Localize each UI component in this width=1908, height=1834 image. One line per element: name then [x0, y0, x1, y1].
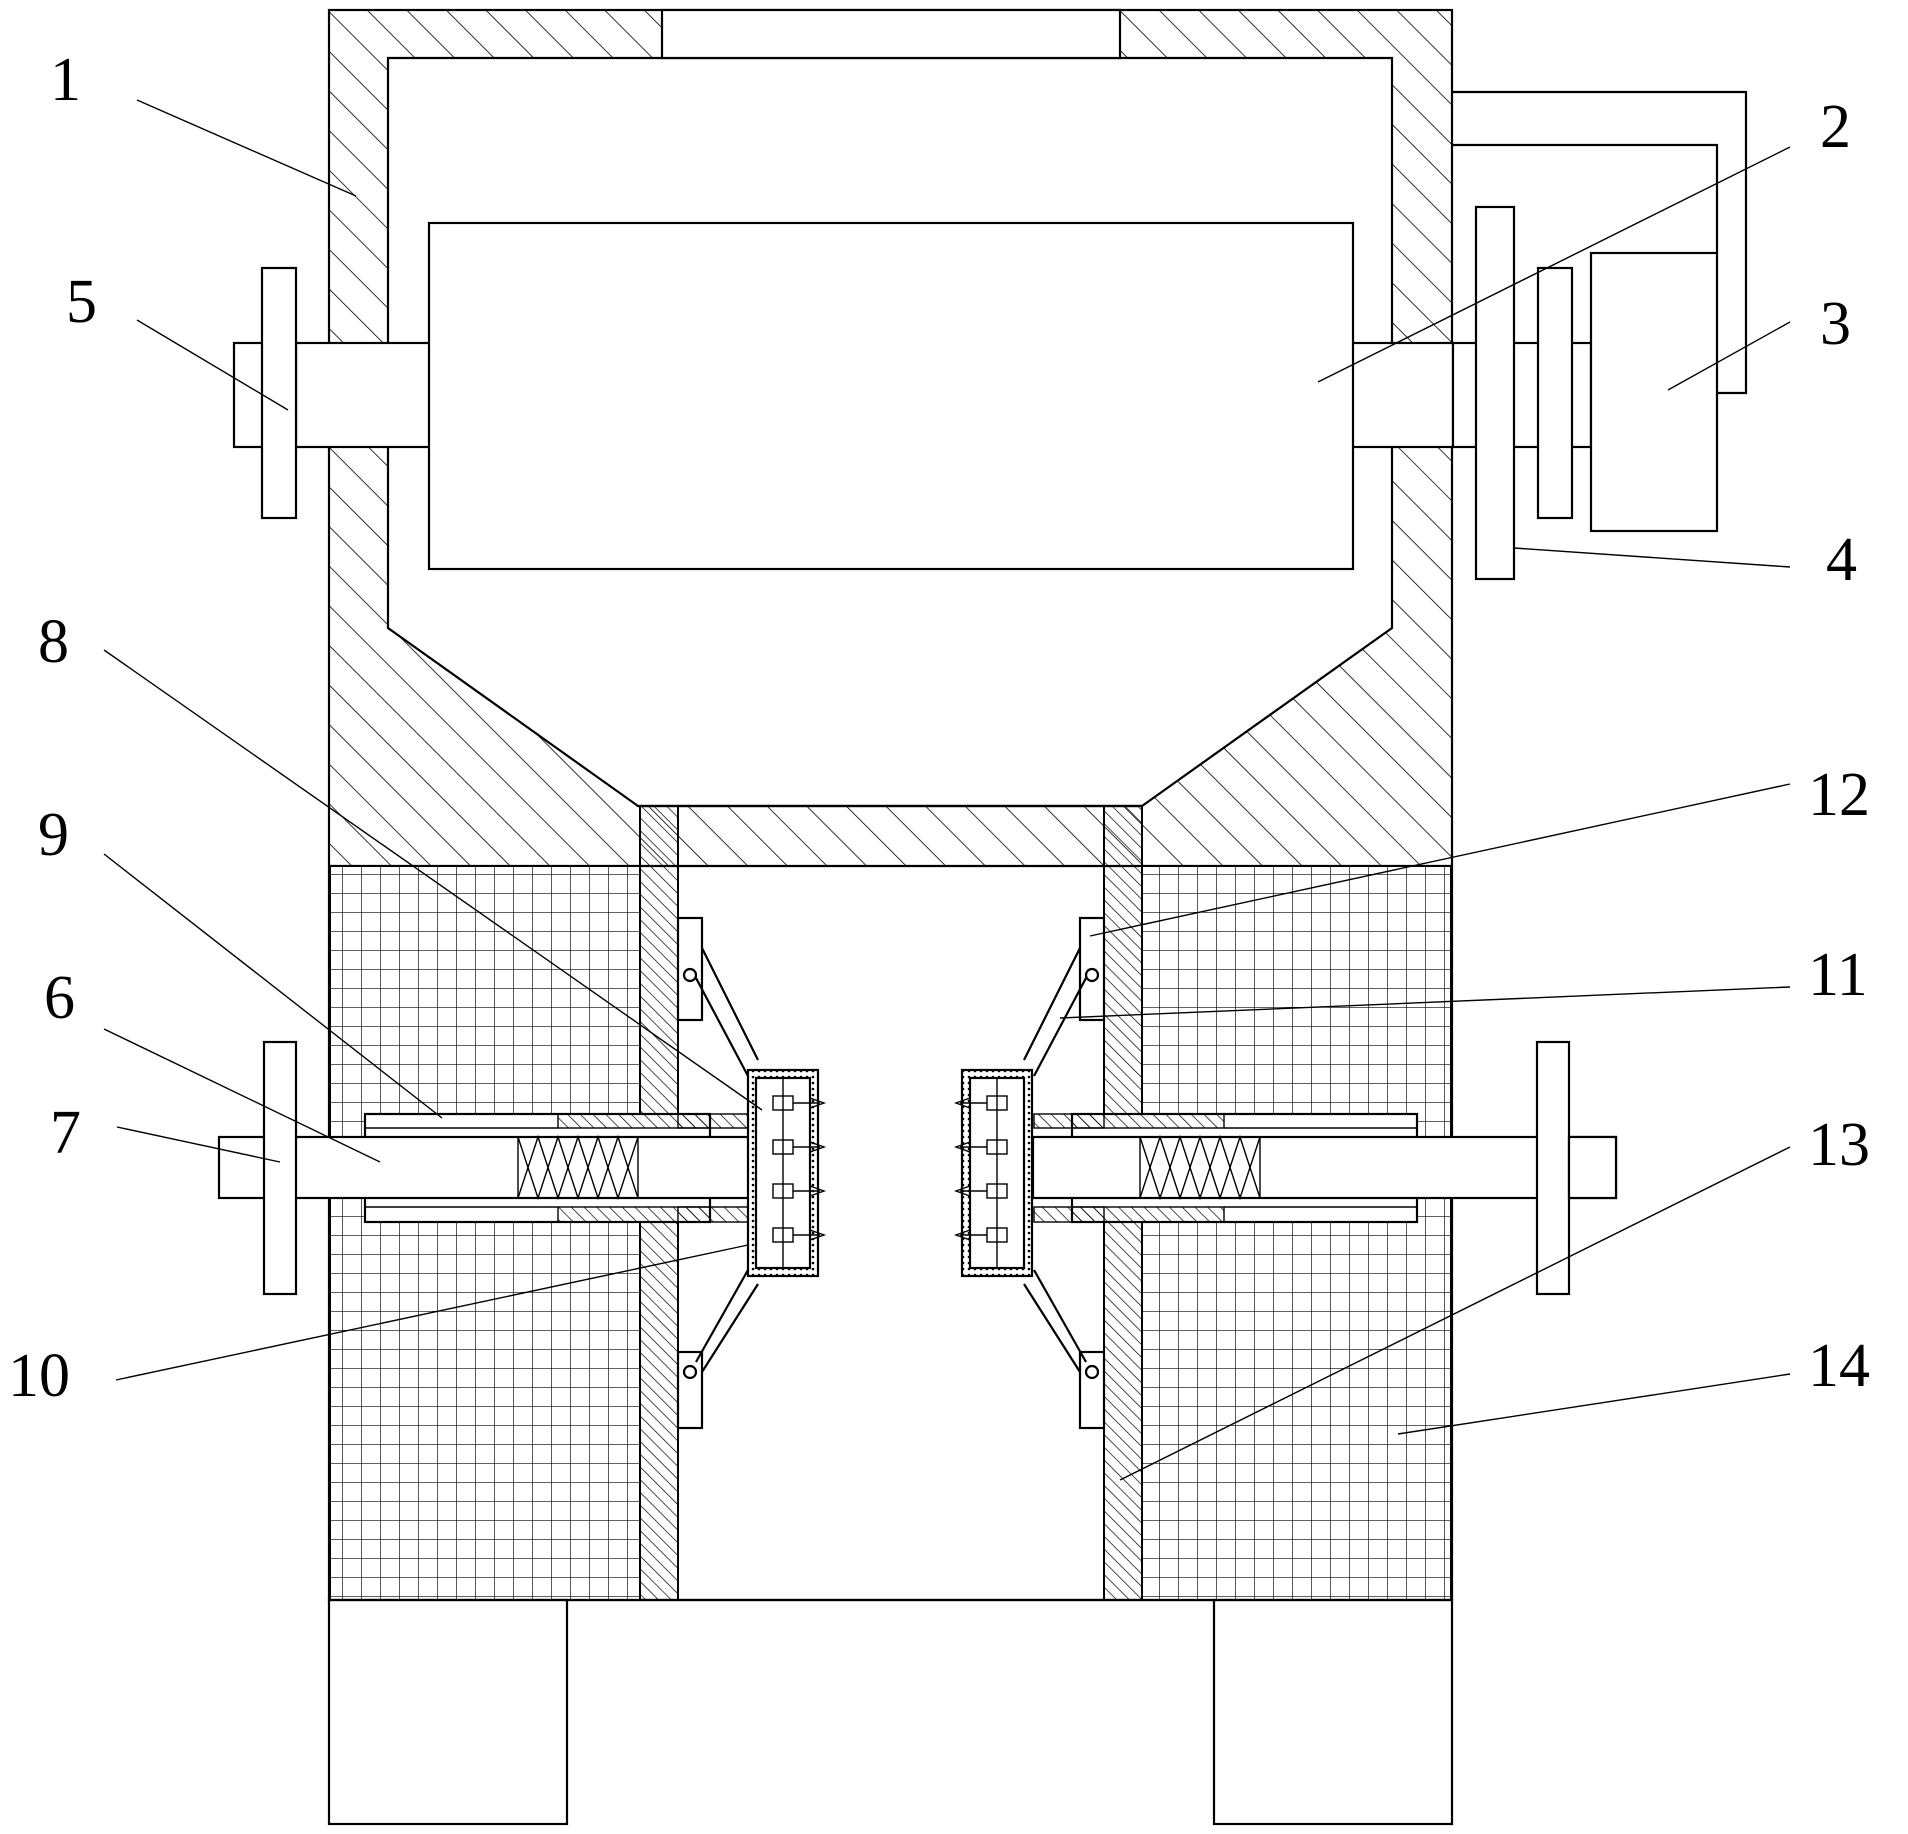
label-9: 9: [38, 801, 69, 869]
label-1: 1: [50, 46, 81, 114]
label-8: 8: [38, 608, 69, 676]
label-13: 13: [1808, 1111, 1870, 1179]
label-11: 11: [1808, 941, 1868, 1009]
label-3: 3: [1820, 290, 1851, 358]
label-12: 12: [1808, 761, 1870, 829]
label-10: 10: [8, 1342, 70, 1410]
label-6: 6: [44, 964, 75, 1032]
roller-assembly: [234, 92, 1746, 579]
insulation-grid: [330, 866, 1451, 1600]
label-4: 4: [1826, 526, 1857, 594]
legs: [329, 1600, 1452, 1824]
label-7: 7: [50, 1099, 81, 1167]
label-14: 14: [1808, 1332, 1870, 1400]
label-2: 2: [1820, 93, 1851, 161]
label-5: 5: [66, 268, 97, 336]
inner-walls: [640, 806, 1142, 1600]
